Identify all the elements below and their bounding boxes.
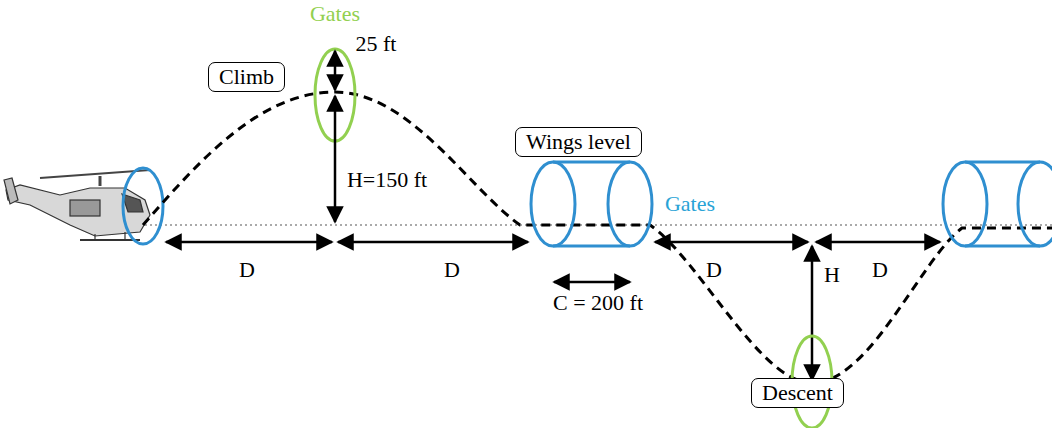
dimension-label: D [706, 258, 722, 282]
phase-label: Wings level [526, 129, 631, 154]
phase-label: Descent [762, 380, 833, 405]
dimension-arrow [334, 51, 337, 90]
gate-cylinder [531, 162, 652, 246]
dimension-label: C = 200 ft [553, 291, 643, 315]
gate-ring [123, 168, 163, 244]
gate-label: Gates [665, 192, 715, 216]
reference-line [140, 224, 1052, 226]
dimension-label: D [444, 258, 460, 282]
gate-cylinder [943, 162, 1052, 246]
phase-box: Wings level [515, 127, 642, 157]
dimension-arrow [334, 96, 337, 222]
flight-path [143, 92, 1052, 383]
dimension-label: 25 ft [356, 32, 397, 56]
dimension-label: H [822, 263, 842, 287]
phase-box: Descent [751, 378, 844, 408]
dimension-label: D [872, 258, 888, 282]
dimension-label: D [239, 258, 255, 282]
dimension-label: H=150 ft [347, 168, 427, 192]
gate-label: Gates [310, 2, 360, 26]
phase-box: Climb [208, 62, 285, 92]
phase-label: Climb [219, 64, 274, 89]
dimension-arrows [166, 242, 940, 380]
